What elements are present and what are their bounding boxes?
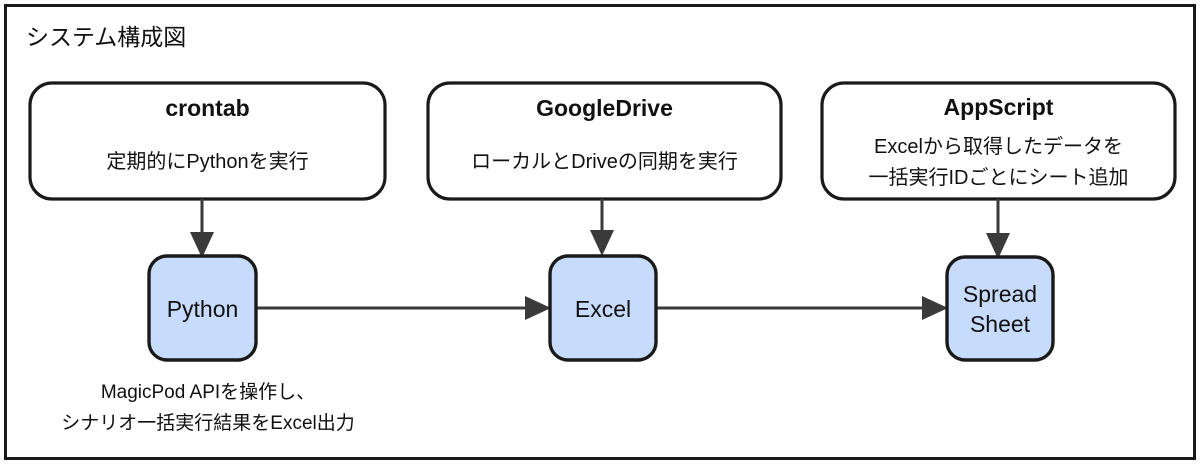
connector-googledrive-to-excel xyxy=(590,199,614,256)
node-excel-label: Excel xyxy=(575,296,631,322)
note-body-appscript-line-2: 一括実行IDごとにシート追加 xyxy=(869,166,1129,189)
connector-python-to-excel xyxy=(256,296,551,320)
note-title-appscript: AppScript xyxy=(944,94,1054,120)
note-body-crontab-line-1: 定期的にPythonを実行 xyxy=(106,150,308,173)
note-body-googledrive-line-1: ローカルとDriveの同期を実行 xyxy=(471,150,738,173)
connector-excel-to-spreadsheet xyxy=(656,296,948,320)
note-box-crontab-shape xyxy=(28,81,387,201)
caption-python: MagicPod APIを操作し、 シナリオ一括実行結果をExcel出力 xyxy=(61,381,354,434)
arrow-head-down-python xyxy=(190,232,214,258)
caption-python-line-2: シナリオ一括実行結果をExcel出力 xyxy=(61,412,354,434)
connector-appscript-to-spreadsheet xyxy=(986,199,1010,259)
note-box-appscript: AppScript Excelから取得したデータを 一括実行IDごとにシート追加 xyxy=(820,81,1177,201)
caption-python-line-1: MagicPod APIを操作し、 xyxy=(101,381,315,403)
node-python[interactable]: Python xyxy=(147,254,258,362)
note-title-googledrive: GoogleDrive xyxy=(536,95,673,121)
node-python-label: Python xyxy=(167,296,239,322)
node-python-shape[interactable] xyxy=(147,254,258,362)
node-spreadsheet[interactable]: Spread Sheet xyxy=(945,255,1055,362)
note-box-googledrive-shape xyxy=(426,81,783,201)
arrow-head-down-excel xyxy=(590,230,614,256)
node-spreadsheet-shape[interactable] xyxy=(945,255,1055,362)
page-title: システム構成図 xyxy=(26,24,186,50)
arrow-head-right-excel xyxy=(525,296,551,320)
node-excel[interactable]: Excel xyxy=(548,254,658,362)
node-spreadsheet-label-line-1: Spread xyxy=(963,281,1037,307)
note-body-appscript-line-1: Excelから取得したデータを xyxy=(874,135,1123,158)
note-box-crontab: crontab 定期的にPythonを実行 xyxy=(28,81,387,201)
node-spreadsheet-label-line-2: Sheet xyxy=(970,311,1031,337)
arrow-head-down-spreadsheet xyxy=(986,233,1010,259)
arrow-head-right-spreadsheet xyxy=(922,296,948,320)
note-box-googledrive: GoogleDrive ローカルとDriveの同期を実行 xyxy=(426,81,783,201)
note-title-crontab: crontab xyxy=(165,95,249,121)
connector-crontab-to-python xyxy=(190,199,214,258)
node-excel-shape[interactable] xyxy=(548,254,658,362)
